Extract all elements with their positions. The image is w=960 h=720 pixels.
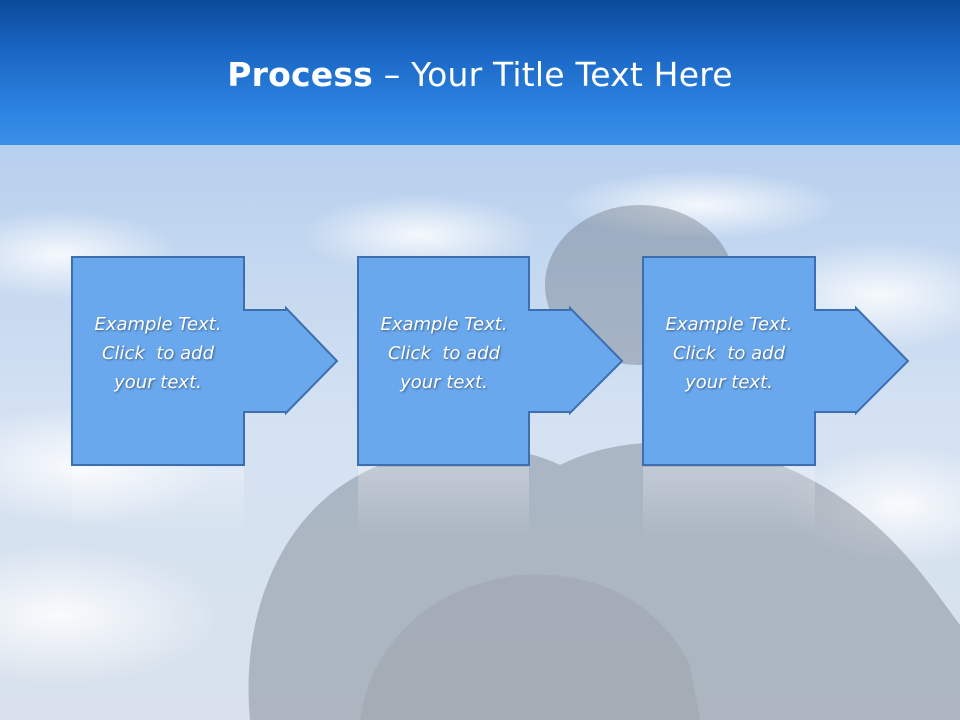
reflection	[72, 467, 244, 537]
title-bold: Process	[227, 55, 374, 94]
reflection	[358, 467, 529, 537]
title-bar	[0, 0, 960, 145]
arrow-shape	[642, 256, 910, 466]
step-1-text[interactable]: Example Text. Click to add your text.	[72, 310, 244, 397]
step-1-line-2: Click to add	[101, 343, 214, 364]
slide-title[interactable]: Process – Your Title Text Here	[0, 50, 960, 100]
step-1-line-3: your text.	[114, 372, 202, 393]
arrow-shape	[357, 256, 624, 466]
reflection	[643, 467, 815, 537]
step-2-line-1: Example Text.	[380, 314, 508, 335]
step-3-line-1: Example Text.	[665, 314, 793, 335]
step-2-line-2: Click to add	[387, 343, 500, 364]
step-1-line-1: Example Text.	[94, 314, 222, 335]
arrow-shape	[71, 256, 339, 466]
title-rest: – Your Title Text Here	[373, 55, 733, 94]
process-step-1[interactable]	[71, 256, 339, 537]
step-2-text[interactable]: Example Text. Click to add your text.	[358, 310, 530, 397]
step-3-text[interactable]: Example Text. Click to add your text.	[643, 310, 815, 397]
step-3-line-3: your text.	[685, 372, 773, 393]
step-3-line-2: Click to add	[672, 343, 785, 364]
process-step-2[interactable]	[357, 256, 624, 537]
process-step-3[interactable]	[642, 256, 910, 537]
step-2-line-3: your text.	[400, 372, 488, 393]
